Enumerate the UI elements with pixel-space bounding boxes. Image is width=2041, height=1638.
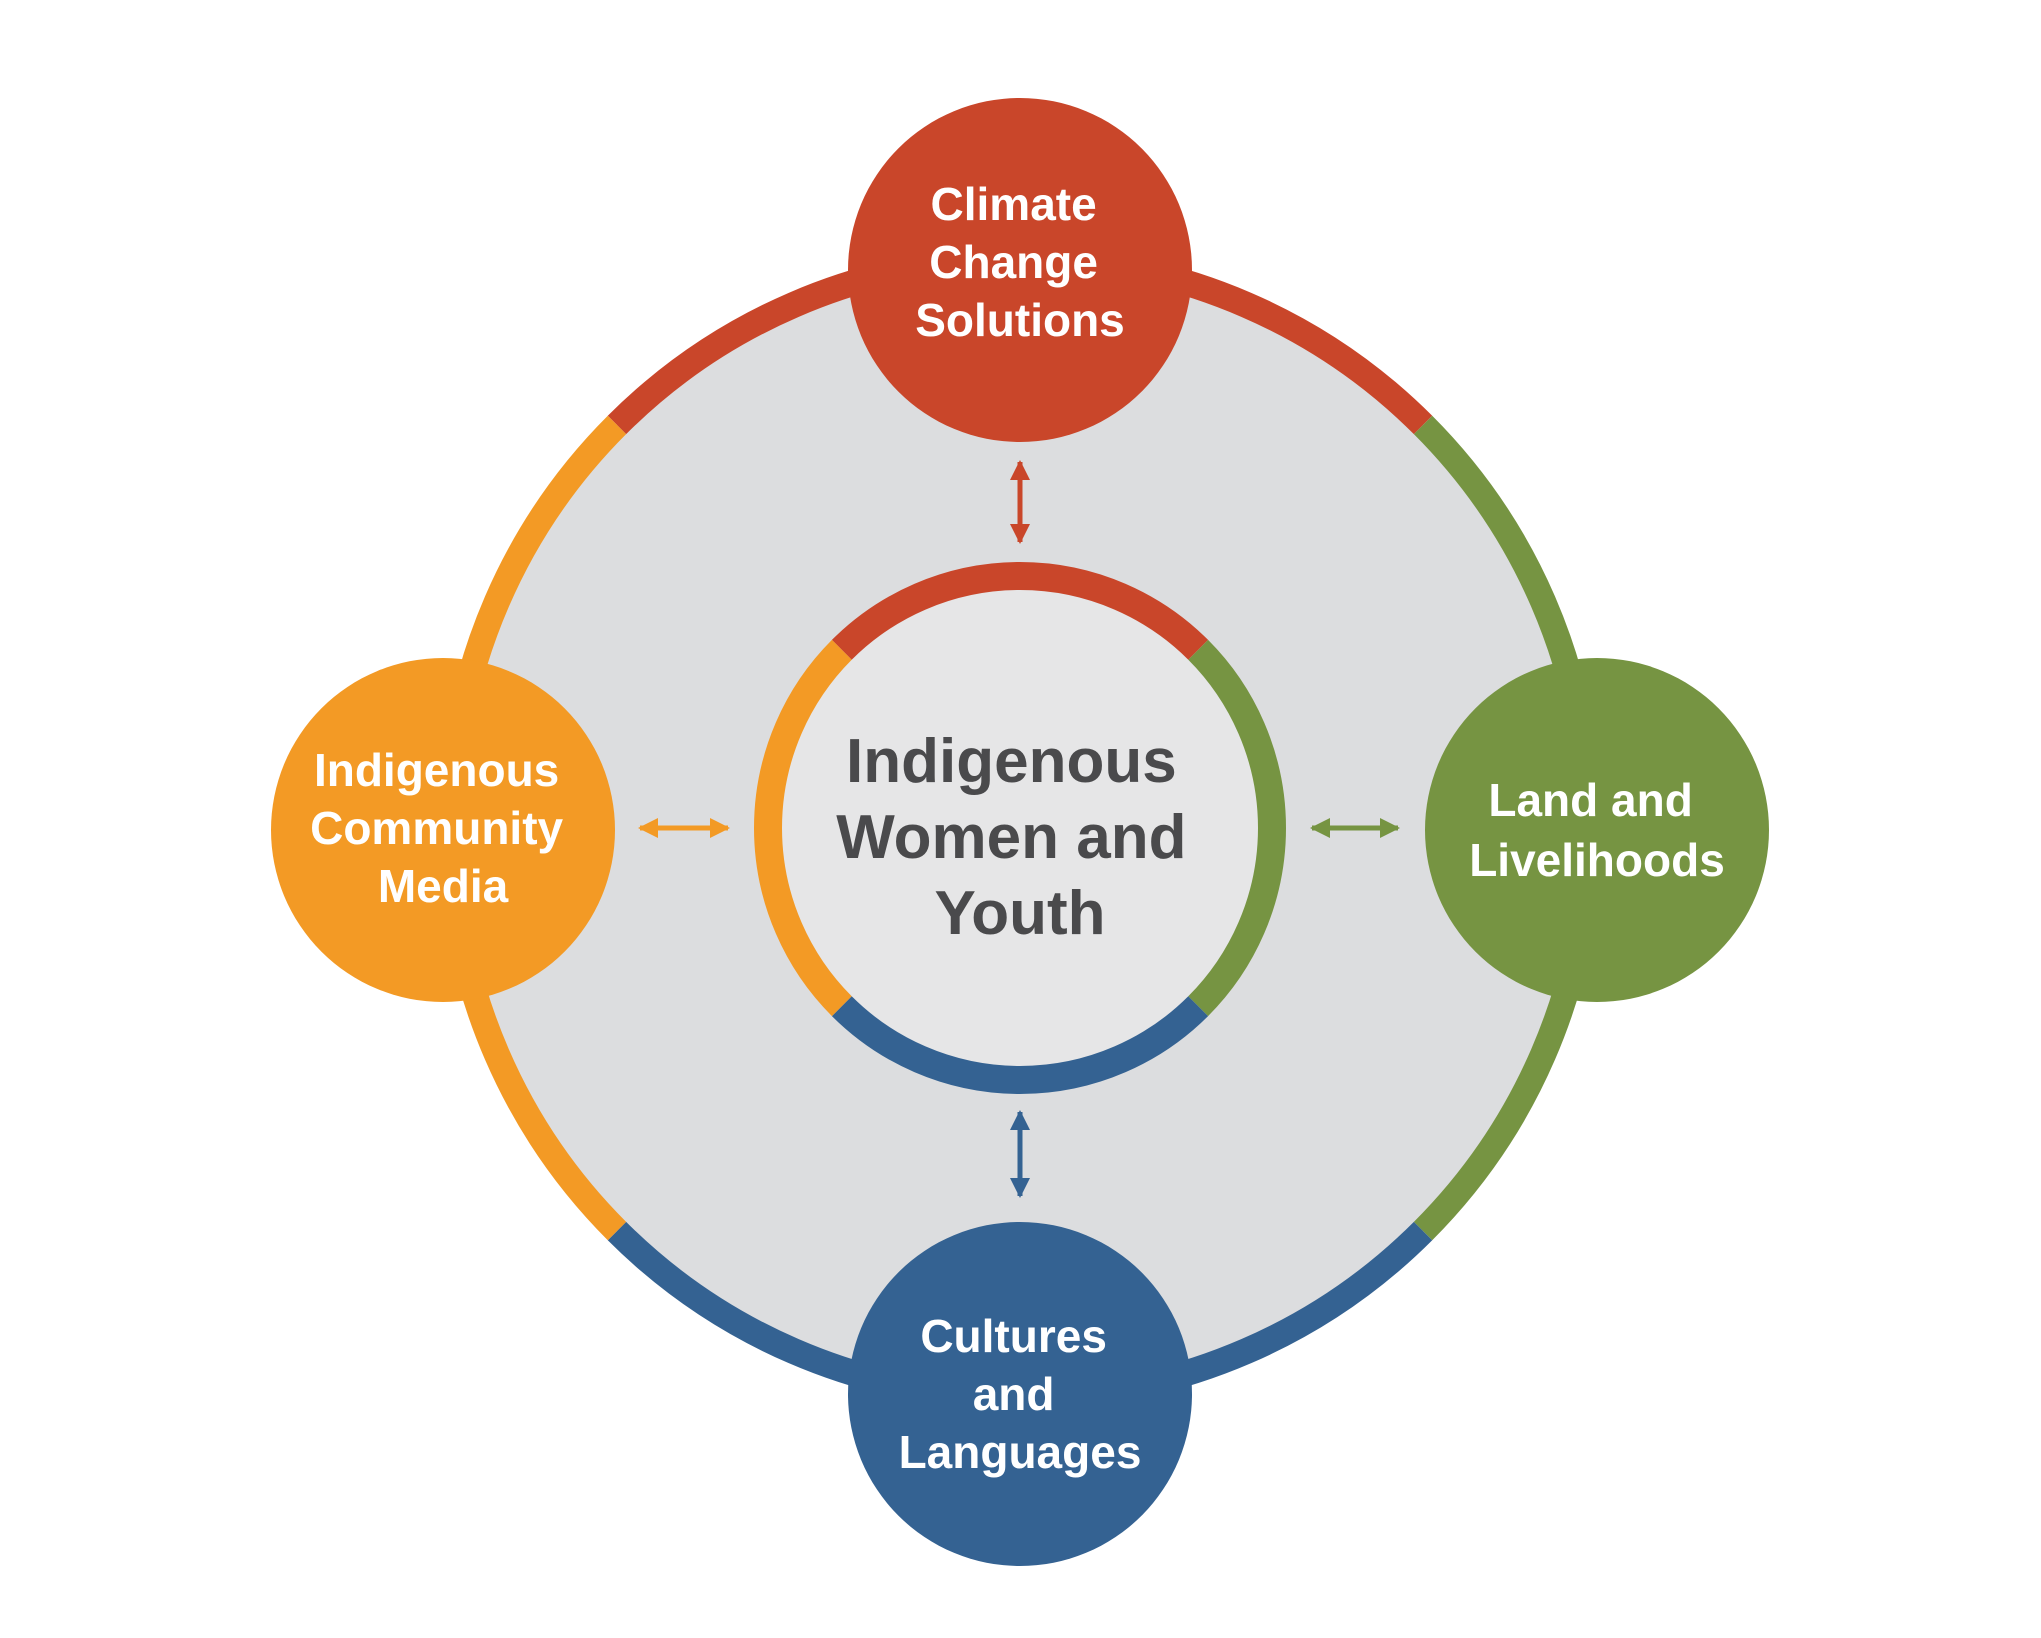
node-cultures-and-languages: Cultures and Languages [848,1222,1192,1566]
node-label-line: Cultures [920,1310,1107,1362]
node-climate-change-solutions: Climate Change Solutions [848,98,1192,442]
node-label: Indigenous Community Media [310,744,576,912]
node-label-line: Community [310,802,563,854]
node-land-and-livelihoods: Land and Livelihoods [1425,658,1769,1002]
node-indigenous-community-media: Indigenous Community Media [271,658,615,1002]
center-label-line: Indigenous [846,727,1177,796]
node-label-line: Livelihoods [1469,834,1725,886]
center-label: Indigenous Women and Youth [836,727,1203,948]
node-circle [271,658,615,1002]
node-circle [1425,658,1769,1002]
node-label: Cultures and Languages [899,1310,1142,1478]
node-label-line: Indigenous [314,744,559,796]
center-label-line: Youth [934,879,1105,948]
node-label-line: Land and [1488,774,1692,826]
inner-ring-arc-green [1188,639,1286,1017]
inner-ring [754,562,1286,1094]
node-circle [848,1222,1192,1566]
center-label-line: Women and [836,803,1186,872]
inner-ring-arc-blue [831,996,1209,1094]
node-label-line: and [973,1368,1055,1420]
node-circle [848,98,1192,442]
inner-ring-arc-orange [754,639,852,1017]
node-label: Climate Change Solutions [915,178,1125,346]
node-label: Land and Livelihoods [1469,774,1725,886]
node-label-line: Climate [931,178,1097,230]
node-label-line: Solutions [915,294,1125,346]
center-circle-fill [782,590,1258,1066]
node-label-line: Change [929,236,1098,288]
node-label-line: Languages [899,1426,1142,1478]
node-label-line: Media [378,860,509,912]
inner-ring-arc-red [831,562,1209,660]
